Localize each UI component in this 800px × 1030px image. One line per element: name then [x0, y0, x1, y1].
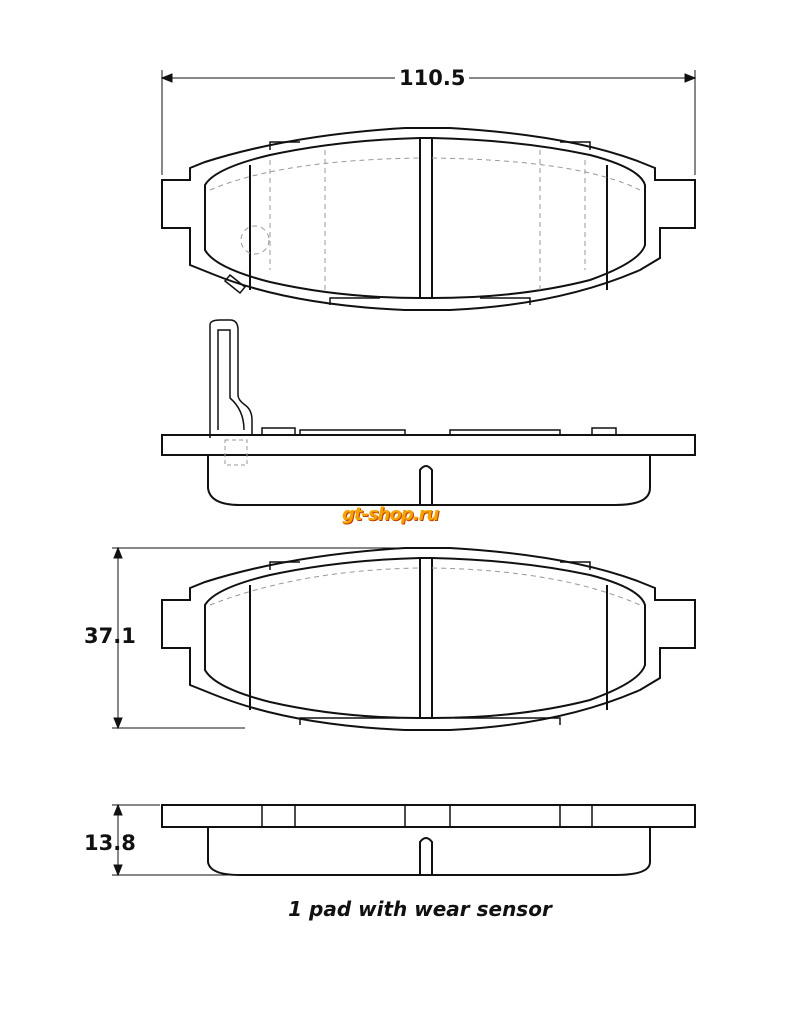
height-dimension-label: 37.1 — [84, 624, 136, 648]
pad-face-view — [161, 547, 696, 731]
pad-face-view-with-sensor — [161, 127, 696, 311]
width-dimension-label: 110.5 — [395, 66, 470, 90]
pad-side-view — [161, 804, 696, 876]
thickness-dimension-line — [112, 803, 240, 877]
thickness-dimension-label: 13.8 — [84, 831, 136, 855]
caption: 1 pad with wear sensor — [288, 897, 552, 921]
height-dimension-line — [112, 546, 400, 730]
pad-side-view-with-sensor — [161, 319, 696, 506]
watermark-logo: gt-shop.ru — [342, 504, 439, 525]
